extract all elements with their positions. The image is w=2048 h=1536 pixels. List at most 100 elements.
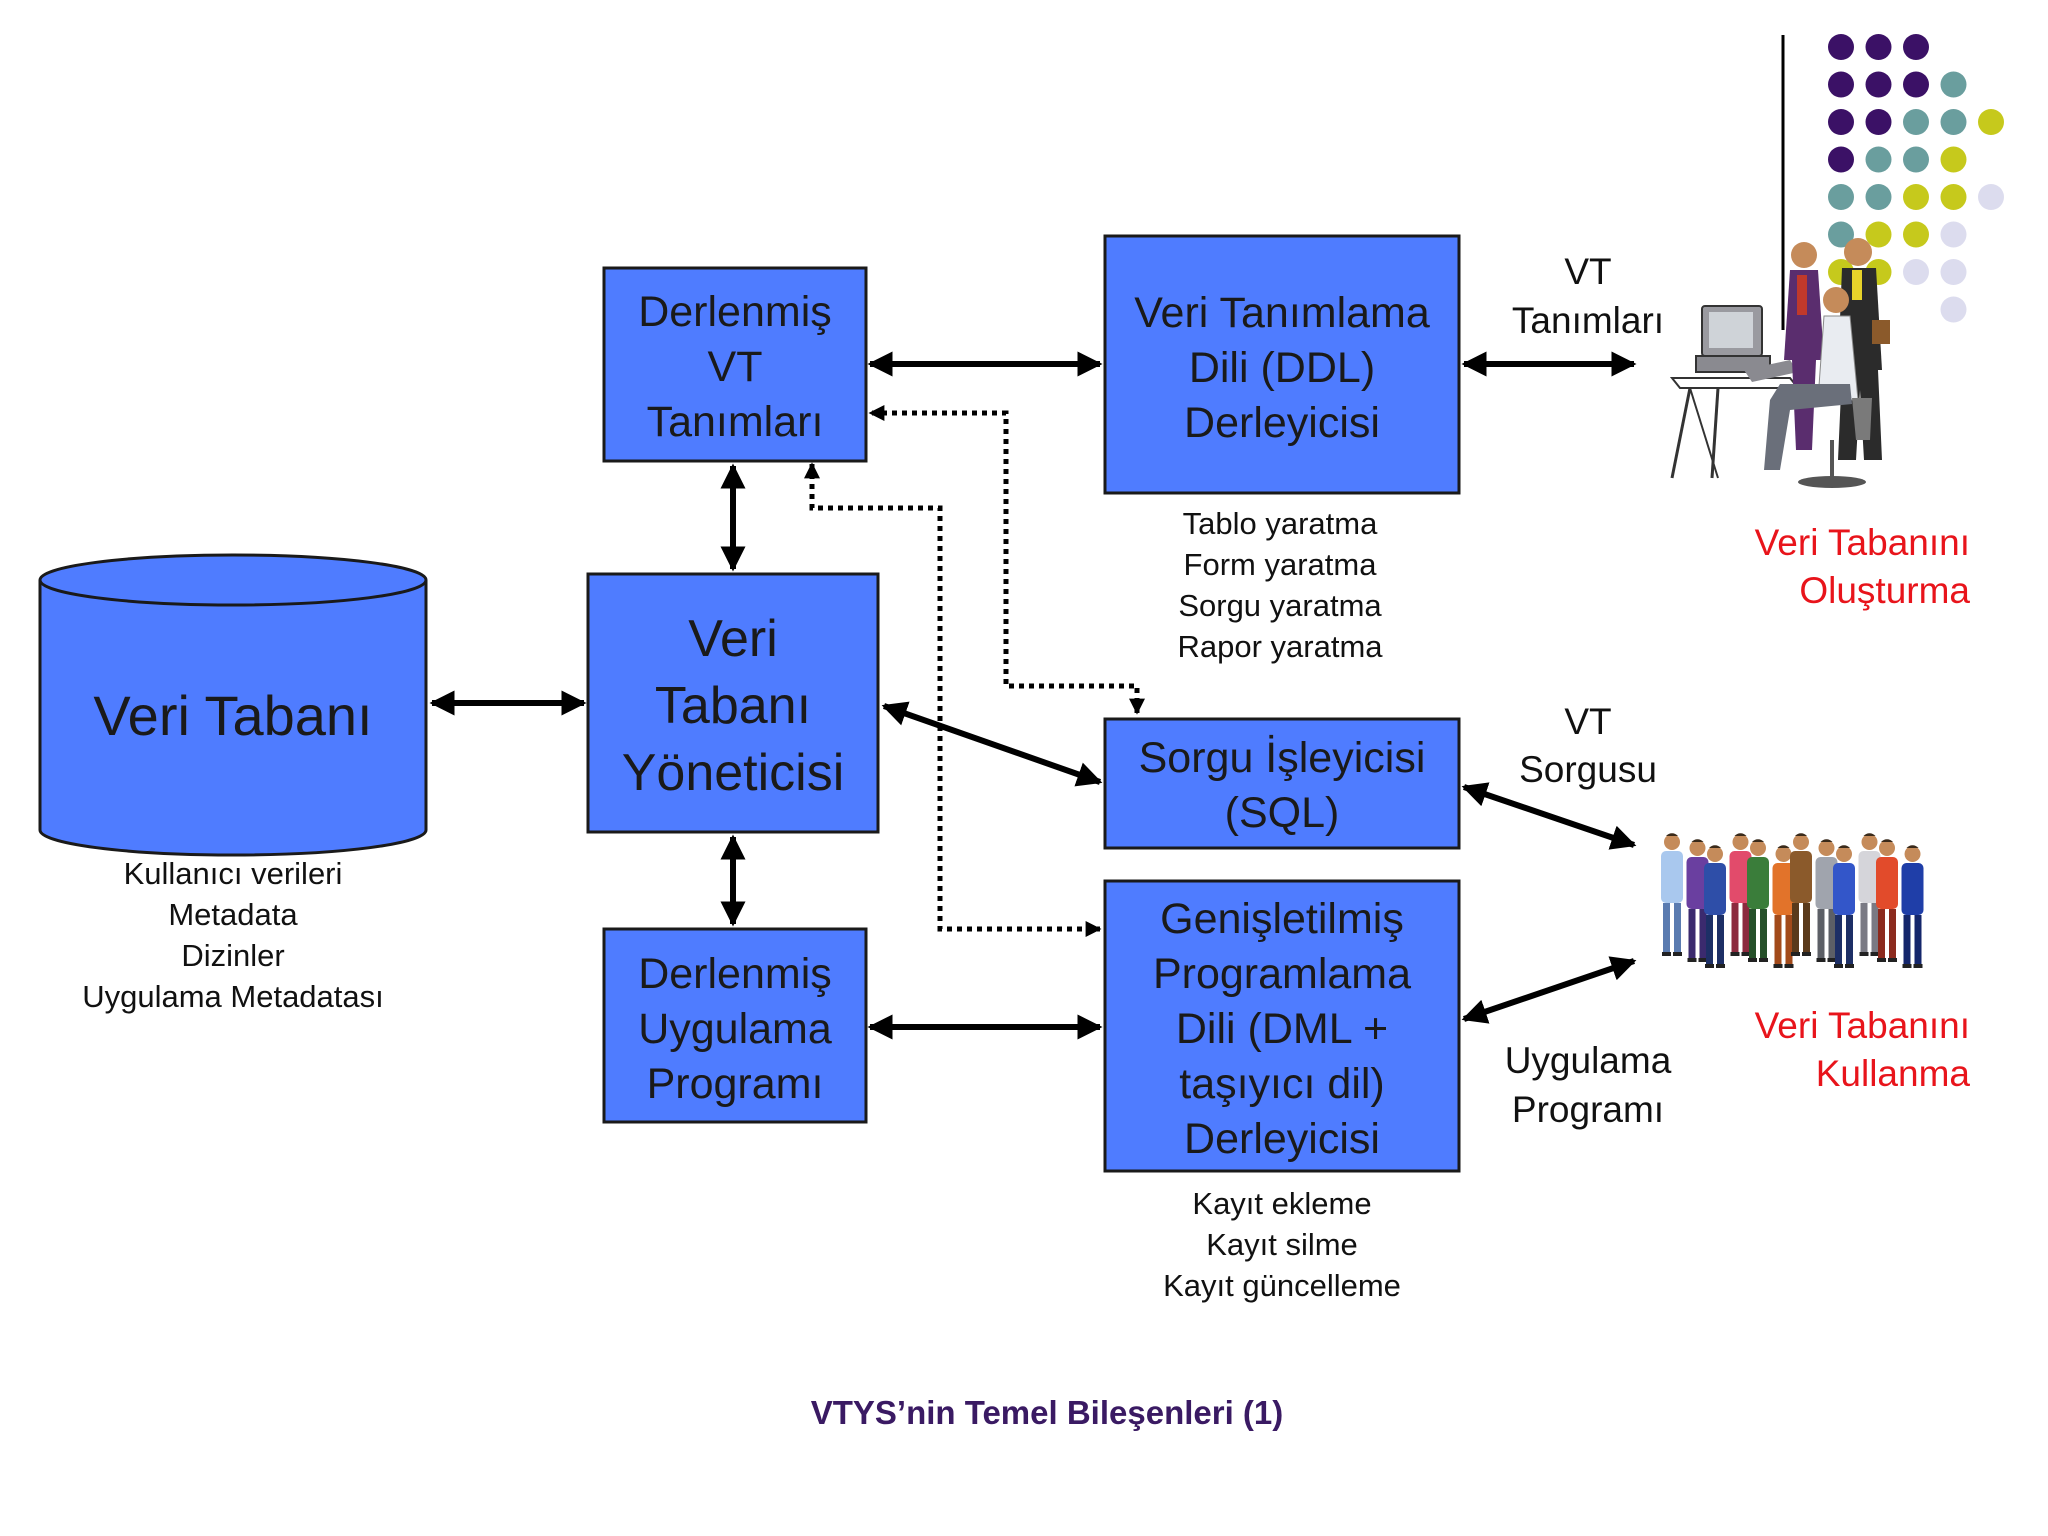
dml-compiler-box: Genişletilmiş Programlama Dili (DML + ta…	[1103, 879, 1461, 1173]
ddl-compiler-line-3: Derleyicisi	[1184, 399, 1380, 447]
decorative-dot	[1978, 184, 2004, 210]
decorative-dot	[1978, 109, 2004, 135]
compiled-definitions-line-3: Tanımları	[647, 398, 824, 446]
actor-use-line-1: Veri Tabanını	[1755, 1005, 1970, 1046]
decorative-dot	[1940, 146, 1967, 173]
flow-query-line-2: Sorgusu	[1519, 749, 1657, 790]
ddl-notes: Tablo yaratma Form yaratma Sorgu yaratma…	[1177, 506, 1383, 664]
compiled-definitions-line-1: Derlenmiş	[638, 288, 832, 336]
query-processor-line-1: Sorgu İşleyicisi	[1139, 734, 1426, 782]
dml-note-3: Kayıt güncelleme	[1163, 1268, 1401, 1303]
compiled-program-line-1: Derlenmiş	[638, 950, 832, 998]
database-note-1: Kullanıcı verileri	[124, 856, 343, 891]
database-cylinder: Veri Tabanı	[38, 553, 428, 857]
decorative-dot	[1865, 34, 1892, 60]
decorative-dot	[1903, 259, 1929, 285]
dml-compiler-line-2: Programlama	[1153, 950, 1411, 998]
crowd-person	[1790, 833, 1812, 956]
database-note-2: Metadata	[168, 897, 298, 932]
dbms-line-3: Yöneticisi	[622, 744, 845, 802]
database-notes: Kullanıcı verileri Metadata Dizinler Uyg…	[82, 856, 384, 1014]
crowd-person	[1833, 845, 1855, 968]
dbms-line-1: Veri	[688, 610, 778, 668]
dml-compiler-line-5: Derleyicisi	[1184, 1115, 1380, 1163]
crowd-person	[1704, 845, 1726, 968]
compiled-definitions-box: Derlenmiş VT Tanımları	[602, 266, 868, 463]
decorative-dot	[1903, 184, 1929, 210]
arrow-dml-users	[1461, 956, 1637, 1024]
ddl-compiler-box: Veri Tanımlama Dili (DDL) Derleyicisi	[1103, 234, 1461, 495]
decorative-dot	[1828, 146, 1854, 173]
crowd-person	[1815, 839, 1838, 962]
compiled-program-line-3: Programı	[647, 1060, 824, 1108]
dotted-arrow-defs-query	[868, 404, 1146, 715]
ddl-note-3: Sorgu yaratma	[1178, 588, 1382, 623]
decorative-dot	[1940, 259, 1967, 285]
arrow-query-users	[1461, 782, 1637, 850]
decorative-dot	[1903, 109, 1929, 135]
dml-compiler-line-4: taşıyıcı dil)	[1179, 1060, 1385, 1108]
office-workers-illustration	[1669, 238, 1890, 488]
compiled-program-line-2: Uygulama	[638, 1005, 832, 1053]
decorative-dot	[1940, 184, 1967, 210]
decorative-dot	[1865, 109, 1892, 135]
ddl-note-1: Tablo yaratma	[1183, 506, 1378, 541]
dml-note-2: Kayıt silme	[1206, 1227, 1358, 1262]
decorative-dot	[1865, 71, 1892, 98]
decorative-dot	[1828, 34, 1854, 60]
database-note-4: Uygulama Metadatası	[82, 979, 384, 1014]
dml-note-1: Kayıt ekleme	[1192, 1186, 1371, 1221]
ddl-note-2: Form yaratma	[1184, 547, 1378, 582]
decorative-dot	[1828, 184, 1854, 210]
compiled-definitions-line-2: VT	[708, 343, 763, 391]
crowd-person	[1901, 845, 1924, 968]
crowd-person	[1747, 839, 1769, 962]
decorative-dot	[1940, 71, 1967, 98]
decorative-dot	[1865, 221, 1892, 248]
decorative-dot	[1828, 71, 1854, 98]
dml-notes: Kayıt ekleme Kayıt silme Kayıt güncellem…	[1163, 1186, 1401, 1303]
decorative-dot	[1828, 109, 1854, 135]
database-note-3: Dizinler	[181, 938, 284, 973]
people-crowd-illustration	[1661, 833, 1924, 968]
ddl-compiler-line-2: Dili (DDL)	[1189, 344, 1375, 392]
decorative-dot	[1940, 109, 1967, 135]
decorative-dot	[1903, 221, 1929, 248]
ddl-compiler-line-1: Veri Tanımlama	[1134, 289, 1430, 337]
dbms-line-2: Tabanı	[655, 677, 811, 735]
decorative-dot	[1903, 146, 1929, 173]
dbms-box: Veri Tabanı Yöneticisi	[586, 572, 880, 834]
flow-query-line-1: VT	[1564, 701, 1611, 742]
flow-program-line-2: Programı	[1512, 1089, 1664, 1130]
decorative-dot	[1903, 71, 1929, 98]
crowd-person	[1729, 833, 1752, 956]
crowd-person	[1876, 839, 1898, 962]
compiled-program-box: Derlenmiş Uygulama Programı	[602, 927, 868, 1124]
decorative-dot	[1865, 146, 1892, 173]
crowd-person	[1858, 833, 1881, 956]
flow-definitions-line-2: Tanımları	[1512, 300, 1664, 341]
crowd-person	[1772, 845, 1795, 968]
decorative-dot	[1865, 184, 1892, 210]
dml-compiler-line-3: Dili (DML +	[1176, 1005, 1388, 1053]
dotted-arrow-defs-dml	[803, 462, 1102, 938]
actor-create-line-2: Oluşturma	[1799, 570, 1970, 611]
decorative-dot	[1903, 34, 1929, 60]
actor-use-line-2: Kullanma	[1816, 1053, 1971, 1094]
decorative-dot	[1828, 221, 1854, 248]
crowd-person	[1686, 839, 1709, 962]
page-title: VTYS’nin Temel Bileşenleri (1)	[811, 1394, 1284, 1431]
flow-definitions-line-1: VT	[1564, 251, 1611, 292]
ddl-note-4: Rapor yaratma	[1177, 629, 1383, 664]
crowd-person	[1661, 833, 1683, 956]
decorative-dot-grid	[1828, 34, 2004, 323]
arrow-dbms-query	[881, 701, 1103, 787]
decorative-dot	[1940, 221, 1967, 248]
database-label: Veri Tabanı	[93, 684, 372, 747]
query-processor-line-2: (SQL)	[1225, 789, 1340, 837]
flow-program-line-1: Uygulama	[1505, 1040, 1672, 1081]
dml-compiler-line-1: Genişletilmiş	[1160, 895, 1404, 943]
query-processor-box: Sorgu İşleyicisi (SQL)	[1103, 717, 1461, 850]
actor-create-line-1: Veri Tabanını	[1755, 522, 1970, 563]
